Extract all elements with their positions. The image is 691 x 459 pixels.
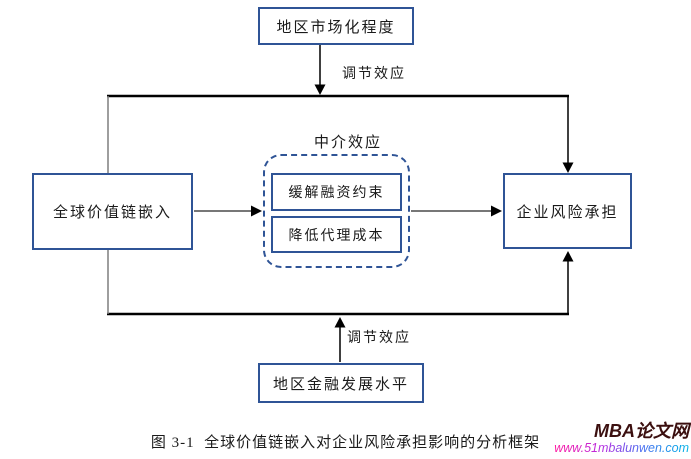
arrow-top-moderation-head [314,84,326,95]
label-moderation-effect-bottom: 调节效应 [347,331,411,346]
figure-caption: 图 3-1 全球价值链嵌入对企业风险承担影响的分析框架 [150,435,541,451]
label-mediation-effect: 中介效应 [314,135,383,151]
watermark: MBA论文网 www.51mbalunwen.com [554,421,689,456]
box-corporate-risk-taking: 企业风险承担 [503,173,632,249]
box-ease-financing-constraints: 缓解融资约束 [271,173,402,211]
label-moderation-effect-top: 调节效应 [342,67,406,82]
box-regional-marketization: 地区市场化程度 [258,7,414,45]
watermark-site-url: www.51mbalunwen.com [554,440,689,455]
arrow-mediation-to-right-head [491,205,502,217]
box-gvc-embedding: 全球价值链嵌入 [32,173,193,250]
arrow-bottom-moderation-head [334,317,346,328]
mediation-group-outline [263,154,410,268]
box-regional-financial-development: 地区金融发展水平 [258,363,424,403]
box-reduce-agency-costs: 降低代理成本 [271,216,402,253]
arrow-frame-to-right-box-top-head [562,162,574,173]
watermark-site-name: MBA论文网 [594,421,689,441]
arrow-left-to-mediation-head [251,205,262,217]
arrow-frame-to-right-box-bottom-head [562,251,574,262]
